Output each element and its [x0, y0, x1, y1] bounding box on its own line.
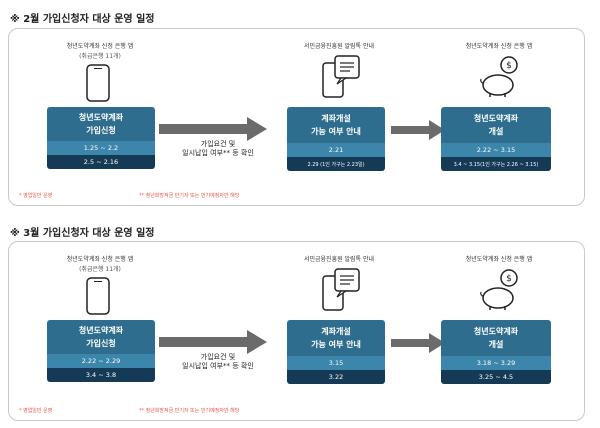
col2-row1: 3.15 [287, 356, 385, 370]
phone-icon [86, 277, 110, 315]
col3-header: 청년도약계좌 신청 은행 앱 [465, 43, 533, 50]
note-maturity: ** 청년희망적금 만기자 또는 만기예정자만 해당 [139, 408, 240, 414]
note-business-days: * 영업일만 운영 [19, 408, 53, 414]
schedule-panel-feb: 청년도약계좌 신청 은행 앱 (취급은행 11개) 청년도약계좌 가입신청 1.… [8, 28, 585, 206]
col2-header: 서민금융진흥원 알림톡 안내 [303, 43, 375, 50]
arrow-right-icon [159, 330, 267, 354]
col3-card-title-2: 개설 [488, 127, 504, 136]
phone-chat-icon [322, 55, 360, 98]
phone-chat-icon [322, 268, 360, 311]
col2-card-title-2: 가능 여부 안내 [311, 127, 361, 136]
col1-card-title-2: 가입신청 [86, 339, 116, 348]
col2-row1: 2.21 [287, 143, 385, 157]
col2-card-title: 계좌개설 가능 여부 안내 [287, 107, 385, 143]
note-business-days: * 영업일만 운영 [19, 193, 53, 199]
schedule-panel-mar: 청년도약계좌 신청 은행 앱 (취급은행 11개) 청년도약계좌 가입신청 2.… [8, 241, 585, 421]
col1-header: 청년도약계좌 신청 은행 앱 [66, 256, 134, 263]
arrow1-label: 가입요건 및 일시납입 여부** 등 확인 [159, 140, 277, 158]
piggy-bank-icon: $ [480, 269, 518, 310]
arrow1-line2: 일시납입 여부** 등 확인 [182, 362, 254, 370]
col1-sub: (취급은행 11개) [79, 266, 121, 273]
col1-card-title: 청년도약계좌 가입신청 [47, 107, 155, 141]
svg-text:$: $ [506, 61, 512, 71]
col3-row1: 3.18 ~ 3.29 [441, 356, 551, 370]
col3-card-title-2: 개설 [488, 340, 504, 349]
col1-card-title-1: 청년도약계좌 [78, 326, 124, 335]
arrow1-line1: 가입요건 및 [200, 140, 236, 148]
col2-card-title-1: 계좌개설 [321, 327, 351, 336]
arrow-right-icon [159, 117, 267, 141]
col3-card-title-1: 청년도약계좌 [473, 114, 519, 123]
arrow-right-icon-2 [391, 120, 445, 140]
col2-header: 서민금융진흥원 알림톡 안내 [303, 256, 375, 263]
col1-row1: 1.25 ~ 2.2 [47, 141, 155, 155]
col2-row2: 2.29 (1인 가구는 2.23일) [287, 157, 385, 171]
section-title-feb: ※ 2월 가입신청자 대상 운영 일정 [10, 14, 155, 25]
note-maturity: ** 청년희망적금 만기자 또는 만기예정자만 해당 [139, 193, 240, 199]
col2-card-title-1: 계좌개설 [321, 114, 351, 123]
col1-row1: 2.22 ~ 2.29 [47, 354, 155, 368]
col1-card-title-2: 가입신청 [86, 126, 116, 135]
phone-icon [86, 64, 110, 102]
arrow1-label: 가입요건 및 일시납입 여부** 등 확인 [159, 353, 277, 371]
col3-card-title: 청년도약계좌 개설 [441, 320, 551, 356]
col2-row2: 3.22 [287, 370, 385, 384]
col3-card-title-1: 청년도약계좌 [473, 327, 519, 336]
col1-card-title: 청년도약계좌 가입신청 [47, 320, 155, 354]
col1-row2: 2.5 ~ 2.16 [47, 155, 155, 169]
col2-card-title-2: 가능 여부 안내 [311, 340, 361, 349]
col3-row1: 2.22 ~ 3.15 [441, 143, 551, 157]
col1-card-title-1: 청년도약계좌 [78, 113, 124, 122]
arrow-right-icon-2 [391, 333, 445, 353]
col1-row2: 3.4 ~ 3.8 [47, 368, 155, 382]
col3-header: 청년도약계좌 신청 은행 앱 [465, 256, 533, 263]
arrow1-line2: 일시납입 여부** 등 확인 [182, 149, 254, 157]
piggy-bank-icon: $ [480, 56, 518, 97]
arrow1-line1: 가입요건 및 [200, 353, 236, 361]
col3-card-title: 청년도약계좌 개설 [441, 107, 551, 143]
col1-sub: (취급은행 11개) [79, 53, 121, 60]
section-title-mar: ※ 3월 가입신청자 대상 운영 일정 [10, 228, 155, 239]
col3-row2: 3.25 ~ 4.5 [441, 370, 551, 384]
col1-header: 청년도약계좌 신청 은행 앱 [66, 43, 134, 50]
col3-row2: 3.4 ~ 3.15(1인 가구는 2.26 ~ 3.15) [441, 157, 551, 171]
col2-card-title: 계좌개설 가능 여부 안내 [287, 320, 385, 356]
svg-text:$: $ [506, 274, 512, 284]
